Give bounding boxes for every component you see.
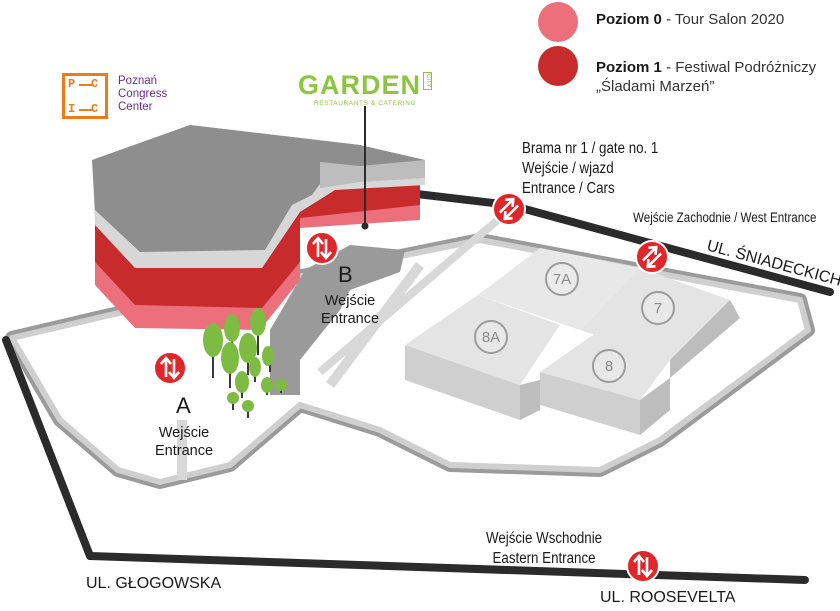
street-label-roosevelta: UL. ROOSEVELTA <box>600 589 736 606</box>
entrance-icon-b[interactable] <box>305 231 339 265</box>
hall-7[interactable]: 7 <box>641 291 675 325</box>
pcc-letter-3: I <box>68 102 76 116</box>
pcc-name-line2: Congress <box>118 88 168 100</box>
entrance-b-en: Entrance <box>320 311 380 327</box>
legend-text-level0: Poziom 0 - Tour Salon 2020 <box>596 2 784 29</box>
entrance-b-label: Wejście Entrance <box>321 292 379 328</box>
gate1-line2: Wejście / wjazd <box>522 160 614 177</box>
gate1-label: Brama nr 1 / gate no. 1 Wejście / wjazd … <box>522 139 658 199</box>
east-entrance-label: Wejście Wschodnie Eastern Entrance <box>486 529 602 569</box>
legend-text-level1: Poziom 1 - Festiwal Podróżniczy „Śladami… <box>596 46 816 96</box>
entrance-b-building <box>270 245 405 395</box>
gate1-line3: Entrance / Cars <box>522 180 615 197</box>
entrance-icon-west[interactable] <box>629 234 674 279</box>
entrance-b-letter: B <box>338 262 353 287</box>
legend-desc2-level1: „Śladami Marzeń” <box>596 78 715 95</box>
garden-word: GARDEN <box>298 70 422 100</box>
entrance-a-label: Wejście Entrance <box>155 424 213 460</box>
east-line2: Eastern Entrance <box>492 550 596 567</box>
pcc-name-line3: Center <box>118 101 153 113</box>
gate1-line1: Brama nr 1 / gate no. 1 <box>522 140 659 157</box>
legend-item-level0: Poziom 0 - Tour Salon 2020 <box>538 2 784 42</box>
entrance-b-pl: Wejście <box>324 293 376 309</box>
road-glogowska <box>2 336 809 584</box>
entrance-icon-east[interactable] <box>626 549 660 583</box>
pcc-name-line1: Poznań <box>118 75 158 87</box>
entrance-a-en: Entrance <box>154 443 214 459</box>
legend-label-level1: Poziom 1 <box>596 59 662 76</box>
congress-building <box>92 125 425 330</box>
entrance-a-pl: Wejście <box>158 425 210 441</box>
trees <box>203 308 287 418</box>
legend-swatch-level1 <box>538 46 578 86</box>
hall-8[interactable]: 8 <box>592 349 626 383</box>
pcc-logo: P C I C Poznań Congress Center <box>62 73 167 119</box>
hall-7a[interactable]: 7A <box>545 262 579 296</box>
garden-pointer-dot <box>361 222 369 230</box>
pcc-letter-2: C <box>91 77 99 91</box>
pcc-name: Poznań Congress Center <box>118 75 167 114</box>
west-entrance-label: Wejście Zachodnie / West Entrance <box>633 210 817 225</box>
legend-desc-level0: - Tour Salon 2020 <box>661 11 785 28</box>
legend-swatch-level0 <box>538 2 578 42</box>
east-line1: Wejście Wschodnie <box>486 530 603 547</box>
pcc-logo-mark: P C I C <box>62 73 108 119</box>
entrance-a-letter: A <box>176 393 191 418</box>
garden-city-tag: CITY <box>423 72 433 90</box>
pcc-letter-4: C <box>91 102 99 116</box>
legend-item-level1: Poziom 1 - Festiwal Podróżniczy „Śladami… <box>538 46 816 96</box>
entrance-icon-gate1[interactable] <box>486 186 531 231</box>
pcc-letter-1: P <box>68 77 76 91</box>
legend-desc-level1: - Festiwal Podróżniczy <box>661 59 817 76</box>
legend-label-level0: Poziom 0 <box>596 11 662 28</box>
street-label-glogowska: UL. GŁOGOWSKA <box>86 575 222 592</box>
hall-8a[interactable]: 8A <box>474 320 508 354</box>
garden-subtitle: RESTAURANTS & CATERING <box>314 100 417 107</box>
entrance-icon-a[interactable] <box>153 351 187 385</box>
